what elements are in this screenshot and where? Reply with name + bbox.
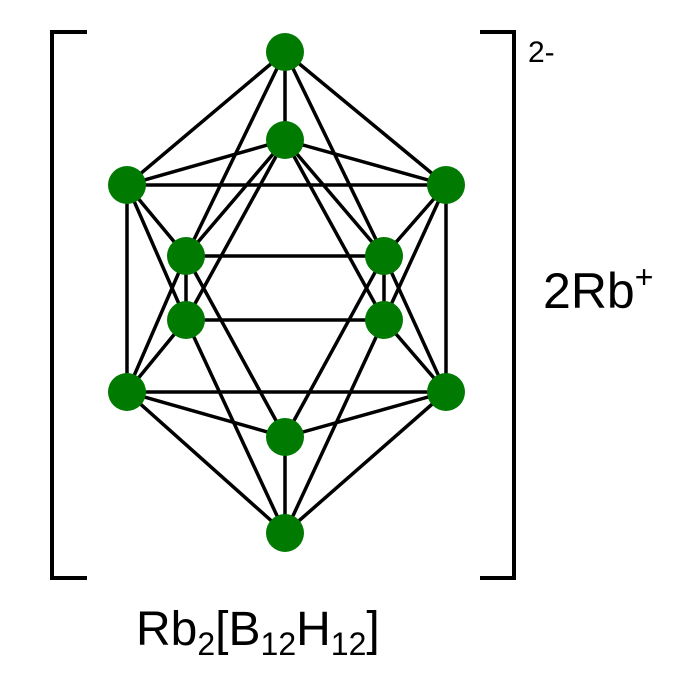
boron-atom-icon: [266, 33, 304, 71]
bond: [283, 138, 386, 322]
bond: [283, 390, 448, 535]
bond: [125, 50, 287, 187]
formula-boron-subscript: 12: [261, 626, 297, 662]
formula-label: Rb2[B12H12]: [136, 603, 380, 662]
boron-atom-icon: [108, 373, 146, 411]
bond: [283, 254, 386, 439]
formula-open-bracket: [: [215, 603, 228, 656]
boron-atom-icon: [167, 237, 205, 275]
bond: [382, 254, 448, 394]
formula-hydrogen-subscript: 12: [331, 626, 367, 662]
boron-atom-icon: [266, 514, 304, 552]
bond: [283, 138, 448, 187]
formula-close-bracket: ]: [366, 603, 379, 656]
boron-atom-icon: [266, 121, 304, 159]
bond: [184, 254, 287, 439]
bond: [283, 390, 448, 439]
boron-atom-icon: [167, 301, 205, 339]
anion-charge: 2-: [528, 36, 555, 69]
bond: [125, 183, 188, 322]
counterion-element: Rb: [571, 263, 635, 319]
counterion-label: 2Rb+: [543, 259, 653, 319]
boron-atoms: [108, 33, 465, 552]
bond: [184, 318, 287, 535]
formula-hydrogen: H: [296, 603, 331, 656]
bond: [125, 390, 287, 535]
boron-atom-icon: [365, 237, 403, 275]
bond: [125, 138, 287, 187]
bond: [125, 254, 188, 394]
formula-rb-subscript: 2: [197, 626, 215, 662]
counterion-coefficient: 2: [543, 263, 571, 319]
bond: [125, 390, 287, 439]
bond: [283, 138, 386, 258]
bond: [382, 183, 448, 322]
bond: [283, 50, 448, 187]
bond: [184, 138, 287, 322]
boron-atom-icon: [427, 373, 465, 411]
formula-boron: B: [229, 603, 261, 656]
left-square-bracket: [50, 30, 87, 580]
boron-atom-icon: [108, 166, 146, 204]
formula-rb: Rb: [136, 603, 197, 656]
bond: [283, 318, 386, 535]
boron-atom-icon: [266, 418, 304, 456]
counterion-charge: +: [635, 259, 654, 295]
bond: [184, 138, 287, 258]
boron-atom-icon: [365, 301, 403, 339]
boron-atom-icon: [427, 166, 465, 204]
right-square-bracket: [480, 30, 516, 580]
